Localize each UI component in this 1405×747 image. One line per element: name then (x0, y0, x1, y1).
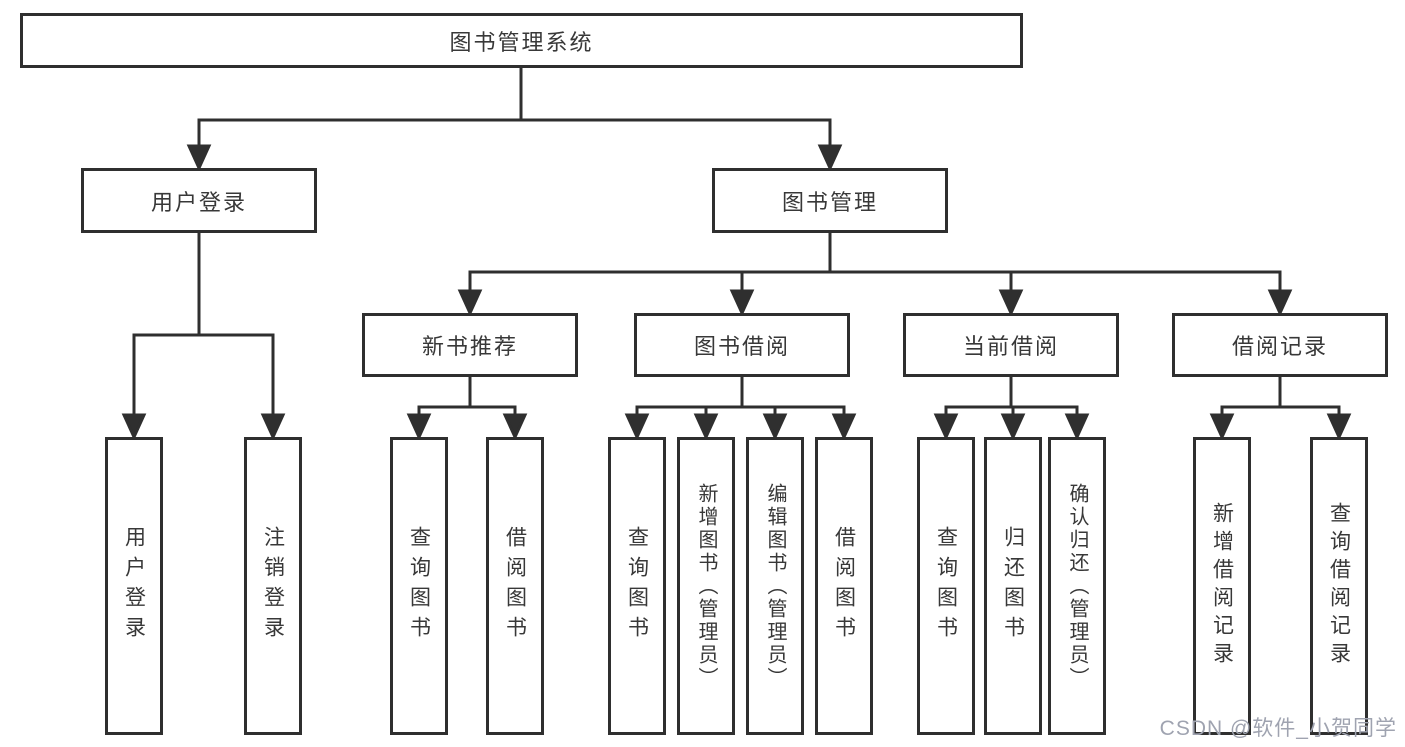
leaf-add-borrow-record: 新增借阅记录 (1193, 437, 1251, 735)
leaf-add-books-admin: 新增图书（管理员） (677, 437, 735, 735)
arrowhead (831, 413, 857, 441)
node-user-login: 用户登录 (81, 168, 317, 233)
arrowhead (1209, 413, 1235, 441)
arrowhead (406, 413, 432, 441)
leaf-edit-books-admin: 编辑图书（管理员） (746, 437, 804, 735)
arrowhead (729, 289, 755, 317)
leaf-logout: 注销登录 (244, 437, 302, 735)
leaf-confirm-return-admin: 确认归还（管理员） (1048, 437, 1106, 735)
arrowhead (933, 413, 959, 441)
node-book-borrow: 图书借阅 (634, 313, 850, 377)
leaf-borrow-books-2: 借阅图书 (815, 437, 873, 735)
arrowhead (1000, 413, 1026, 441)
arrowhead (1267, 289, 1293, 317)
arrowhead (693, 413, 719, 441)
node-new-book-recommend: 新书推荐 (362, 313, 578, 377)
node-book-management: 图书管理 (712, 168, 948, 233)
arrowhead (260, 413, 286, 441)
arrowhead (624, 413, 650, 441)
arrowhead (762, 413, 788, 441)
root-node-library-management-system: 图书管理系统 (20, 13, 1023, 68)
arrowhead (502, 413, 528, 441)
arrowhead (1064, 413, 1090, 441)
arrowhead (1326, 413, 1352, 441)
arrowhead (121, 413, 147, 441)
arrowhead (998, 289, 1024, 317)
leaf-query-borrow-record: 查询借阅记录 (1310, 437, 1368, 735)
leaf-borrow-books-1: 借阅图书 (486, 437, 544, 735)
leaf-query-books-2: 查询图书 (608, 437, 666, 735)
node-borrow-records: 借阅记录 (1172, 313, 1388, 377)
arrowhead (817, 144, 843, 172)
leaf-user-login: 用户登录 (105, 437, 163, 735)
leaf-query-books-1: 查询图书 (390, 437, 448, 735)
arrowhead (186, 144, 212, 172)
arrowhead (457, 289, 483, 317)
node-current-borrow: 当前借阅 (903, 313, 1119, 377)
leaf-query-books-3: 查询图书 (917, 437, 975, 735)
leaf-return-books: 归还图书 (984, 437, 1042, 735)
